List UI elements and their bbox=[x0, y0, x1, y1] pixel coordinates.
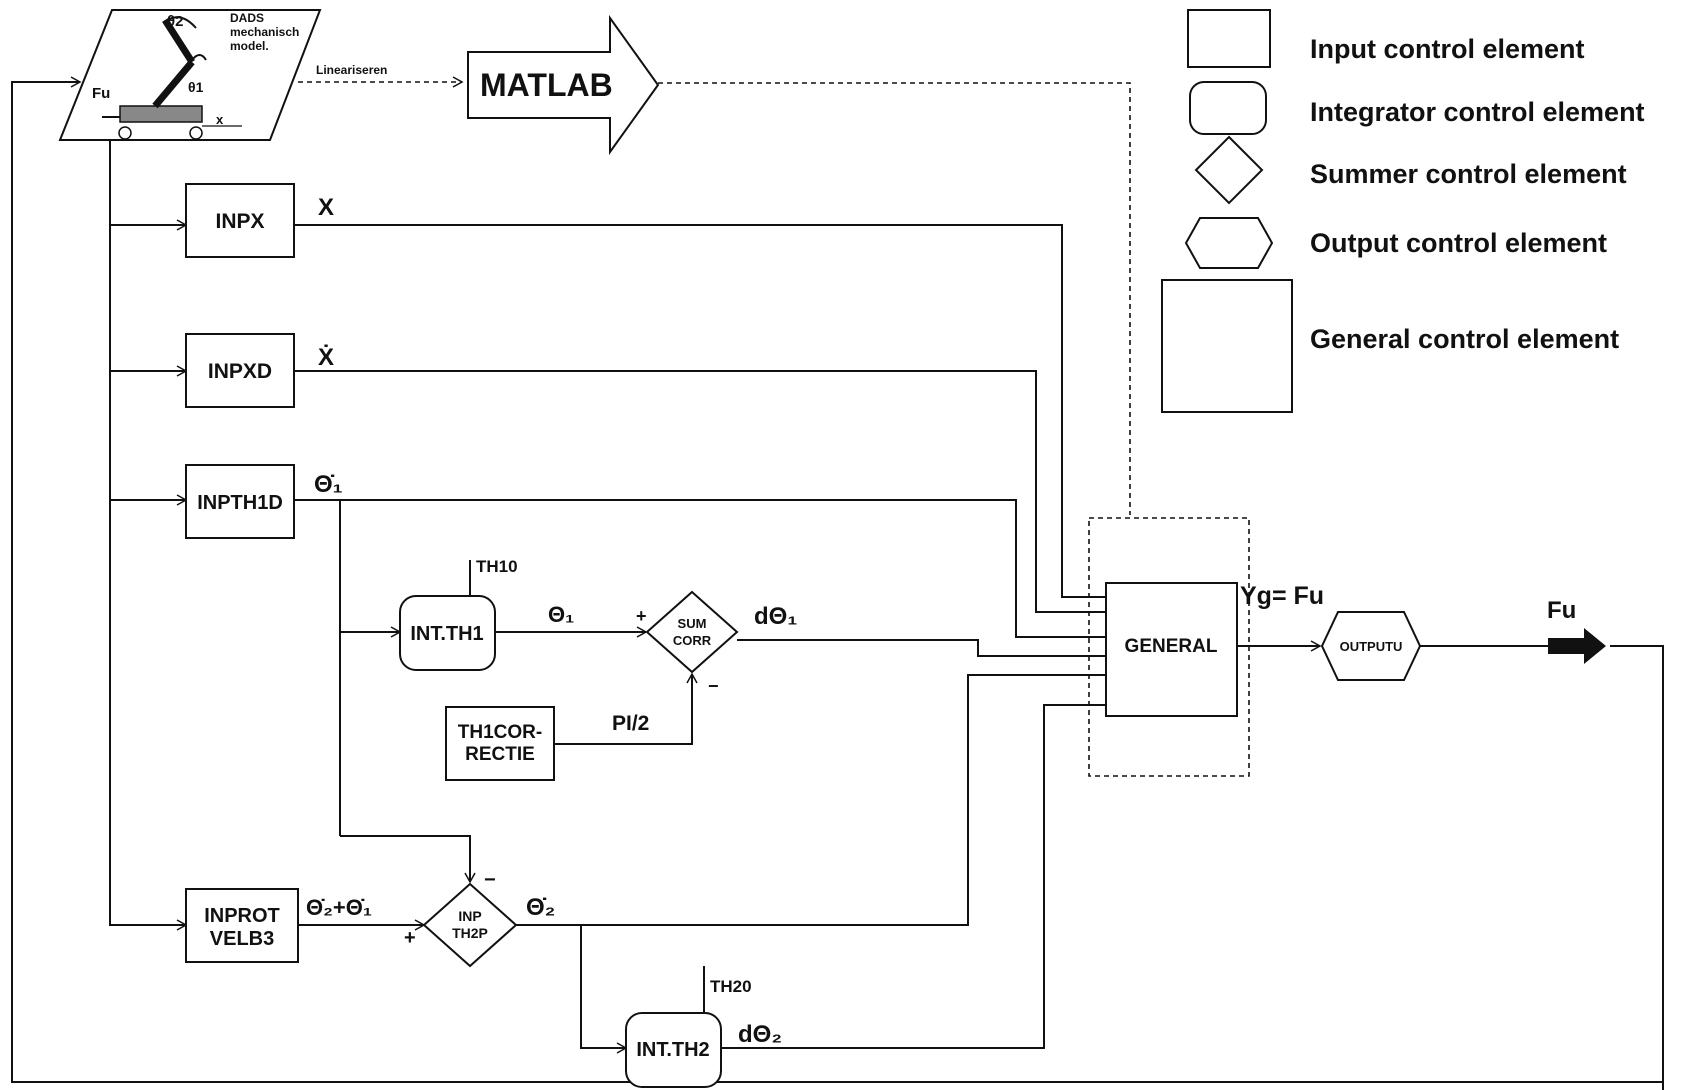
theta1dot-to-inp-th2p bbox=[340, 835, 476, 884]
inpth1d-block bbox=[185, 464, 295, 539]
legend-input-label: Input control element bbox=[1310, 34, 1585, 64]
theta2dot-to-int-th2 bbox=[580, 925, 628, 1054]
legend-integrator-symbol bbox=[1189, 81, 1267, 135]
theta1dot-signal-label: Θ̇₁ bbox=[314, 471, 343, 498]
inp-th2p-block bbox=[422, 882, 518, 968]
matlab-label: MATLAB bbox=[480, 67, 613, 103]
matlab-block-arrow bbox=[467, 14, 660, 156]
x-signal-line bbox=[294, 224, 1106, 598]
cart-wheel bbox=[189, 126, 203, 140]
dtheta1-signal-line bbox=[737, 639, 1106, 657]
sum-corr-plus: + bbox=[636, 606, 647, 626]
sum-corr-label-1: SUM bbox=[678, 616, 707, 631]
sum-corr-block bbox=[645, 590, 739, 674]
int-th2-block bbox=[625, 1012, 722, 1088]
model-title-line3: model. bbox=[230, 39, 269, 53]
sum-corr-minus: − bbox=[708, 676, 719, 696]
inprot-label-1: INPROT bbox=[204, 905, 280, 927]
legend: Input control element Integrator control… bbox=[1161, 9, 1645, 413]
inprot-block bbox=[185, 888, 299, 963]
cart-body bbox=[119, 105, 203, 123]
th10-label: TH10 bbox=[476, 557, 518, 576]
model-x-label: x bbox=[216, 112, 224, 127]
fu-output-label: Fu bbox=[1547, 597, 1576, 624]
outputu-label: OUTPUTU bbox=[1340, 639, 1403, 654]
inp-th2p-label-1: INP bbox=[458, 908, 481, 924]
general-label: GENERAL bbox=[1125, 636, 1218, 657]
legend-integrator-label: Integrator control element bbox=[1310, 97, 1645, 127]
dads-model: Fu x θ1 θ2 DADS mechanisch model. bbox=[58, 9, 322, 141]
model-force-label: Fu bbox=[92, 85, 110, 102]
inp-th2p-minus: − bbox=[484, 869, 496, 891]
th1corr-label-1: TH1COR- bbox=[458, 722, 542, 743]
inpx-label: INPX bbox=[215, 210, 264, 233]
feedback-line-right bbox=[1610, 645, 1664, 1090]
legend-input-symbol bbox=[1187, 9, 1271, 68]
theta1dot-signal-line bbox=[294, 499, 1106, 638]
model-theta2-label: θ2 bbox=[167, 13, 183, 30]
legend-general-label: General control element bbox=[1310, 324, 1619, 354]
theta1-signal-label: Θ₁ bbox=[548, 602, 574, 627]
inp-th2p-label-2: TH2P bbox=[452, 925, 488, 941]
th1corr-block bbox=[445, 706, 555, 781]
model-theta1-label: θ1 bbox=[188, 79, 204, 95]
int-th1-label: INT.TH1 bbox=[410, 623, 483, 645]
model-title-line1: DADS bbox=[230, 11, 264, 25]
inpxd-label: INPXD bbox=[208, 360, 272, 383]
inpx-block bbox=[185, 183, 295, 258]
x-signal-label: X bbox=[318, 194, 334, 221]
sum-corr-label-2: CORR bbox=[673, 633, 712, 648]
outputu-block bbox=[1320, 611, 1422, 681]
legend-output-symbol bbox=[1184, 217, 1274, 269]
th20-label: TH20 bbox=[710, 977, 752, 996]
theta2-plus-theta1-label: Θ̇₂+Θ̇₁ bbox=[306, 895, 372, 920]
dtheta1-signal-label: dΘ₁ bbox=[754, 603, 797, 630]
pendulum-link-2 bbox=[162, 18, 195, 64]
pi2-signal-line bbox=[554, 672, 698, 745]
legend-general-symbol bbox=[1161, 279, 1293, 413]
inp-th2p-plus: + bbox=[404, 927, 416, 949]
source-bus-line bbox=[109, 140, 188, 931]
theta2dot-signal-line bbox=[516, 674, 1106, 926]
xdot-signal-line bbox=[294, 370, 1106, 613]
legend-output-label: Output control element bbox=[1310, 228, 1607, 258]
inpth1d-label: INPTH1D bbox=[197, 492, 283, 514]
matlab-to-general-connector bbox=[658, 82, 1131, 515]
legend-summer-symbol bbox=[1194, 135, 1264, 205]
feedback-line-return bbox=[11, 76, 1663, 1083]
fu-output-arrow bbox=[1548, 628, 1606, 664]
dtheta2-signal-line bbox=[721, 704, 1106, 1049]
cart-wheel bbox=[118, 126, 132, 140]
yg-label: Yg= Fu bbox=[1240, 582, 1324, 610]
dtheta2-signal-label: dΘ₂ bbox=[738, 1021, 782, 1048]
xdot-signal-label: Ẋ bbox=[318, 344, 334, 371]
legend-summer-label: Summer control element bbox=[1310, 159, 1627, 189]
linearize-label: Lineariseren bbox=[316, 63, 387, 77]
theta2dot-signal-label: Θ̇₂ bbox=[526, 894, 555, 921]
pendulum-link-1 bbox=[152, 59, 195, 109]
th1corr-label-2: RECTIE bbox=[465, 744, 535, 765]
pi2-signal-label: PI/2 bbox=[612, 712, 649, 735]
general-block bbox=[1105, 582, 1238, 717]
int-th2-label: INT.TH2 bbox=[636, 1039, 709, 1061]
model-title-line2: mechanisch bbox=[230, 25, 299, 39]
inprot-label-2: VELB3 bbox=[210, 928, 274, 950]
